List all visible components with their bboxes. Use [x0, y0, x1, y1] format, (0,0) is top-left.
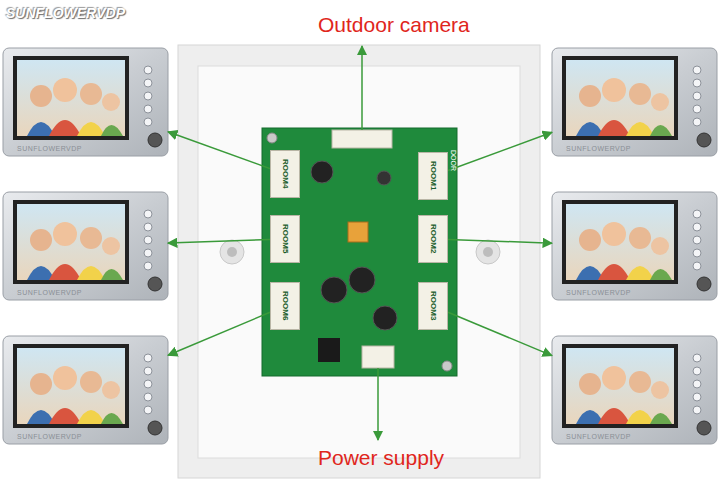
node-text: ROOM3 — [429, 291, 437, 320]
room-connector: ROOM2 — [418, 215, 448, 263]
node-text: SUNFLOWERVDP — [17, 433, 82, 440]
signal-arrow — [168, 240, 270, 244]
node-text: ROOM2 — [429, 224, 437, 253]
monitor-art — [3, 336, 168, 444]
room-connector: ROOM6 — [270, 282, 300, 330]
signal-arrow — [448, 312, 552, 355]
mount-hole — [483, 247, 493, 257]
signal-arrow — [168, 312, 270, 355]
power-connector — [362, 346, 394, 368]
node-text: ROOM6 — [281, 291, 289, 320]
indoor-monitor: SUNFLOWERVDP — [552, 48, 717, 156]
capacitor — [321, 277, 347, 303]
indoor-monitor: SUNFLOWERVDP — [3, 336, 168, 444]
signal-arrow — [448, 132, 552, 170]
indoor-monitor: SUNFLOWERVDP — [3, 48, 168, 156]
mount-hole — [476, 240, 500, 264]
indoor-monitor: SUNFLOWERVDP — [3, 192, 168, 300]
board-silkscreen: DOOR — [450, 150, 457, 171]
indoor-monitor: SUNFLOWERVDP — [552, 336, 717, 444]
monitor-art — [3, 48, 168, 156]
mount-hole — [227, 247, 237, 257]
device-label: Outdoor camera — [318, 14, 470, 35]
capacitor — [377, 171, 391, 185]
node-text: ROOM4 — [281, 159, 289, 188]
potentiometer — [348, 222, 368, 242]
camera-connector — [332, 130, 392, 148]
capacitor — [373, 306, 397, 330]
monitor-art — [552, 336, 717, 444]
room-connector: ROOM4 — [270, 150, 300, 198]
device-label: Power supply — [318, 447, 444, 468]
node-text: SUNFLOWERVDP — [566, 433, 631, 440]
capacitor — [311, 161, 333, 183]
monitor-art — [552, 192, 717, 300]
node-text: SUNFLOWERVDP — [17, 289, 82, 296]
room-connector: ROOM5 — [270, 215, 300, 263]
regulator — [318, 338, 340, 362]
camera-leader — [361, 46, 363, 130]
monitor-art — [552, 48, 717, 156]
screw — [267, 133, 277, 143]
node-text: SUNFLOWERVDP — [566, 145, 631, 152]
mount-hole — [220, 240, 244, 264]
signal-arrow — [448, 240, 552, 244]
watermark: SUNFLOWERVDP — [6, 6, 125, 20]
wall-plate — [178, 45, 540, 478]
room-connector: ROOM3 — [418, 282, 448, 330]
plate-inner — [198, 66, 520, 458]
indoor-monitor: SUNFLOWERVDP — [552, 192, 717, 300]
power-leader — [377, 368, 379, 440]
node-text: ROOM5 — [281, 224, 289, 253]
node-text: SUNFLOWERVDP — [566, 289, 631, 296]
signal-arrow — [168, 132, 270, 169]
capacitor — [349, 267, 375, 293]
monitor-art — [3, 192, 168, 300]
circuit-board — [262, 128, 457, 376]
room-connector: ROOM1 — [418, 152, 448, 200]
node-text: ROOM1 — [429, 161, 437, 190]
screw — [442, 361, 452, 371]
node-text: SUNFLOWERVDP — [17, 145, 82, 152]
